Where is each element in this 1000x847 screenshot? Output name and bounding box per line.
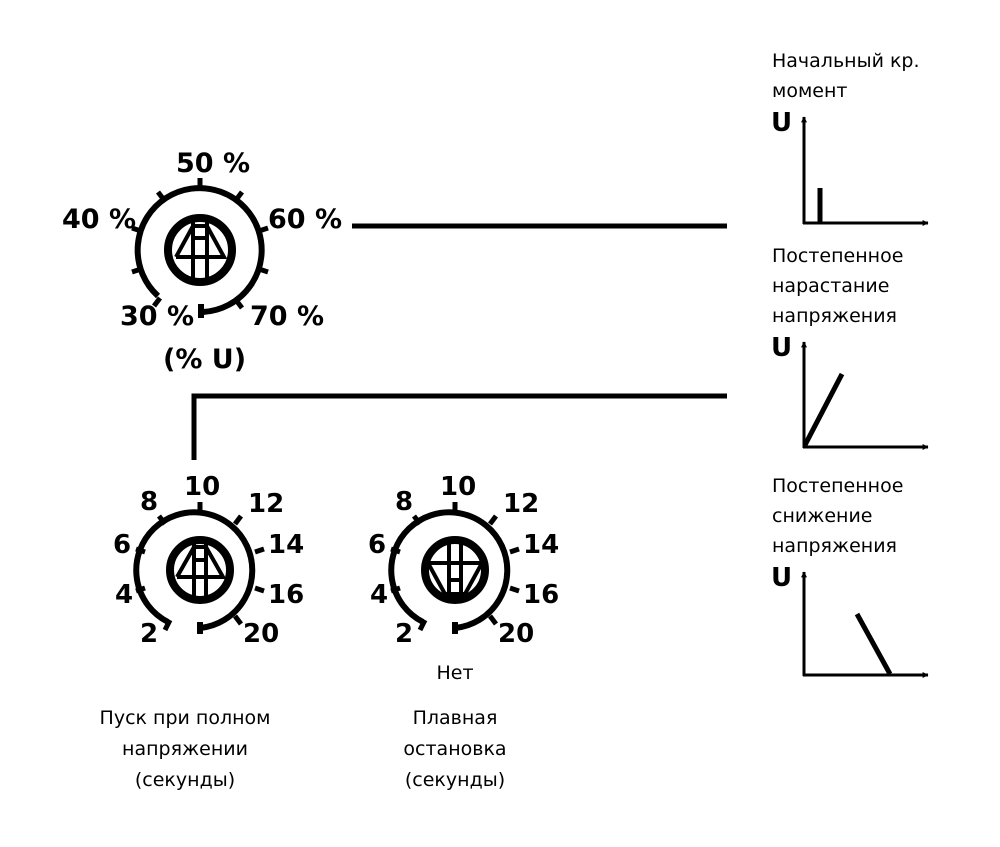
start-label-16: 16 — [268, 580, 304, 610]
start-caption-line-2: напряжении — [122, 738, 248, 760]
start-label-6: 6 — [113, 530, 131, 560]
graph-axis-label: U — [771, 333, 792, 363]
graph-title-line-2: снижение — [772, 505, 872, 527]
torque-label-40: 40 % — [62, 204, 136, 235]
stop-label-20: 20 — [498, 619, 534, 649]
torque-label-60: 60 % — [268, 204, 342, 235]
graph-title-line-1: Постепенное — [772, 245, 903, 267]
dial-ticks — [135, 502, 265, 632]
stop-time-dial[interactable] — [388, 502, 520, 634]
stop-caption-line-3: (секунды) — [405, 769, 505, 791]
torque-label-30: 30 % — [120, 301, 194, 332]
start-label-4: 4 — [115, 580, 133, 610]
dial-scale-arc — [134, 185, 265, 315]
ramp-down-icon — [421, 536, 489, 604]
start-label-8: 8 — [140, 487, 158, 517]
start-caption-line-3: (секунды) — [135, 769, 235, 791]
start-label-2: 2 — [140, 619, 158, 649]
dial-scale-arc — [388, 509, 511, 631]
stop-label-14: 14 — [523, 530, 559, 560]
graph-initial-torque: Начальный кр. момент U — [771, 50, 929, 226]
stop-label-4: 4 — [370, 580, 388, 610]
start-label-12: 12 — [248, 489, 284, 519]
graph-title-line-2: момент — [772, 80, 847, 102]
graph-ramp-up-line — [802, 372, 845, 447]
torque-dial[interactable] — [131, 178, 269, 318]
torque-label-50: 50 % — [176, 148, 250, 179]
graph-ramp-up: Постепенное нарастание напряжения U — [771, 245, 929, 450]
start-time-dial[interactable] — [133, 502, 265, 634]
graph-title-line-3: напряжения — [772, 305, 897, 327]
ramp-up-icon — [164, 214, 236, 286]
dial-scale-arc — [133, 509, 256, 631]
graph-title-line-3: напряжения — [772, 535, 897, 557]
dial-ticks — [131, 178, 269, 310]
stop-label-16: 16 — [523, 580, 559, 610]
start-caption-line-1: Пуск при полном — [100, 707, 271, 729]
stop-label-2: 2 — [395, 619, 413, 649]
stop-label-10: 10 — [440, 472, 476, 502]
connector-start-to-graph — [191, 393, 727, 460]
stop-label-12: 12 — [503, 489, 539, 519]
stop-label-6: 6 — [368, 530, 386, 560]
stop-min-label: Нет — [436, 662, 473, 684]
stop-label-8: 8 — [395, 487, 413, 517]
graph-axis-label: U — [771, 563, 792, 593]
graph-title-line-2: нарастание — [772, 275, 889, 297]
graph-axis-label: U — [771, 108, 792, 138]
graph-ramp-down: Постепенное снижение напряжения U — [771, 475, 929, 678]
start-label-20: 20 — [243, 619, 279, 649]
torque-unit-label: (% U) — [163, 344, 246, 375]
stop-caption-line-2: остановка — [403, 738, 506, 760]
torque-label-70: 70 % — [250, 301, 324, 332]
graph-title-line-1: Постепенное — [772, 475, 903, 497]
graph-ramp-down-line — [854, 612, 893, 676]
ramp-up-icon — [166, 536, 234, 604]
stop-caption-line-1: Плавная — [413, 707, 498, 729]
dial-ticks — [390, 502, 520, 632]
start-label-10: 10 — [184, 472, 220, 502]
graph-title-line-1: Начальный кр. — [772, 50, 920, 72]
start-label-14: 14 — [268, 530, 304, 560]
